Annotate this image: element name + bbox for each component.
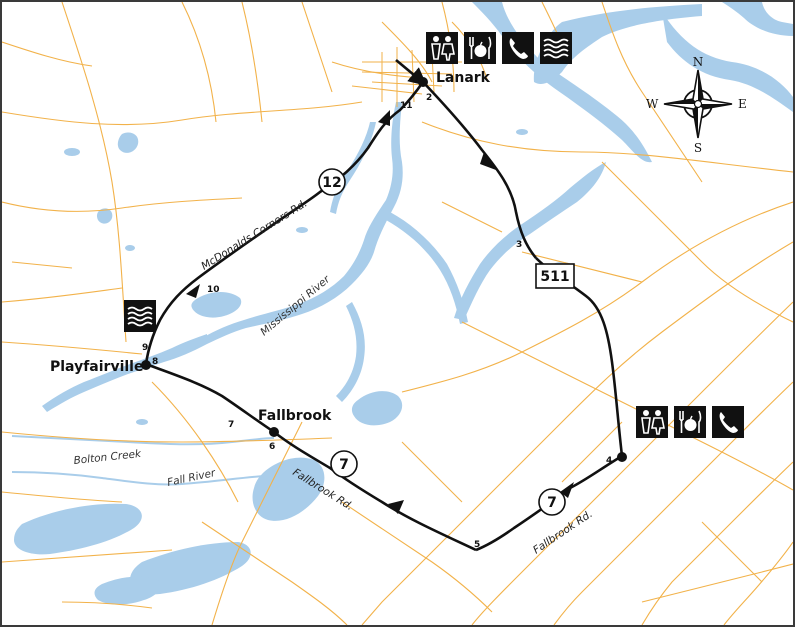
amenities-playfairville [124, 300, 156, 332]
arrow-southwest-east [560, 482, 574, 498]
waypoint-10: 10 [207, 285, 220, 295]
shield-hwy12-number: 12 [322, 175, 341, 191]
waypoint-5: 5 [474, 540, 480, 550]
creek-mid [336, 302, 365, 402]
creek-center [386, 212, 468, 324]
shield-hwy511: 511 [535, 263, 575, 289]
pond-3 [296, 227, 308, 233]
arrow-west-fallbrook [388, 500, 404, 514]
lake-fallbrook-south [252, 457, 325, 521]
shield-hwy7-east: 7 [538, 488, 566, 516]
route-entry-lanark [395, 59, 427, 86]
waypoint-2: 2 [426, 93, 432, 103]
stop-playfairville [141, 360, 151, 370]
water-label-fall-river: Fall River [166, 467, 217, 489]
bolton-creek [11, 435, 275, 446]
water-label-bolton-creek: Bolton Creek [73, 448, 143, 467]
shield-hwy7-west-number: 7 [339, 457, 349, 473]
route-stops [141, 77, 627, 462]
arrow-north-lanark [378, 110, 390, 126]
arrow-southeast [480, 152, 496, 170]
lake-fallbrook-north [351, 391, 403, 426]
amenities-junction [636, 406, 744, 438]
washroom-icon [426, 32, 458, 64]
compass-west: W [646, 97, 659, 111]
pond-6 [516, 129, 528, 135]
compass-rose: N S E W [646, 55, 747, 155]
waypoint-labels: 2 11 3 4 5 6 7 8 9 10 [142, 93, 612, 550]
lake-mississippi-south [191, 292, 242, 318]
compass-south: S [694, 141, 702, 155]
waypoint-11: 11 [400, 101, 413, 111]
route-segment-6-8 [145, 362, 275, 434]
lake-south-center [130, 542, 251, 595]
food-icon [674, 406, 706, 438]
town-label-fallbrook: Fallbrook [258, 408, 332, 424]
river-far-east [662, 12, 793, 112]
lake-west-small [117, 132, 139, 153]
compass-north: N [693, 55, 704, 69]
waypoint-6: 6 [269, 442, 275, 452]
lanark-streets [351, 47, 462, 107]
waypoint-9: 9 [142, 343, 148, 353]
pond-1 [125, 245, 135, 251]
shield-hwy7-east-number: 7 [547, 495, 557, 511]
direction-arrows [186, 110, 574, 514]
road-label-fallbrook-east: Fallbrook Rd. [531, 508, 595, 556]
compass-east: E [738, 97, 747, 111]
pond-5 [136, 419, 148, 425]
river-northeast [533, 4, 702, 84]
water-access-icon [540, 32, 572, 64]
road-label-mcdonalds: McDonalds Corners Rd. [199, 197, 309, 272]
waypoint-7: 7 [228, 420, 234, 430]
stop-fallbrook [269, 427, 279, 437]
washroom-icon [636, 406, 668, 438]
lake-south-small [94, 576, 161, 605]
arrow-north-playfairville [186, 284, 200, 298]
fall-river [11, 471, 265, 486]
waypoint-4: 4 [606, 456, 612, 466]
route-segment-5-6 [273, 430, 477, 552]
mississippi-east-branch [454, 162, 606, 320]
shield-hwy7-west: 7 [330, 450, 358, 478]
route-segment-2-3 [422, 81, 537, 259]
water-access-icon [124, 300, 156, 332]
stop-junction [617, 452, 627, 462]
waypoint-8: 8 [152, 357, 158, 367]
stop-lanark [418, 77, 428, 87]
lake-west-tiny [96, 208, 113, 224]
river-upper-east [722, 2, 793, 36]
pond-4 [64, 148, 80, 156]
food-icon [464, 32, 496, 64]
amenities-lanark [426, 32, 572, 64]
town-label-playfairville: Playfairville [50, 359, 143, 375]
phone-icon [502, 32, 534, 64]
town-label-lanark: Lanark [436, 70, 491, 86]
creek-north [330, 122, 376, 214]
lake-southwest [14, 503, 142, 555]
shield-hwy12: 12 [318, 168, 346, 196]
route-segment-8-11 [144, 81, 425, 365]
mississippi-west [42, 334, 207, 412]
shield-hwy511-number: 511 [540, 269, 569, 285]
waypoint-3: 3 [516, 240, 522, 250]
phone-icon [712, 406, 744, 438]
cycling-route [144, 59, 624, 552]
